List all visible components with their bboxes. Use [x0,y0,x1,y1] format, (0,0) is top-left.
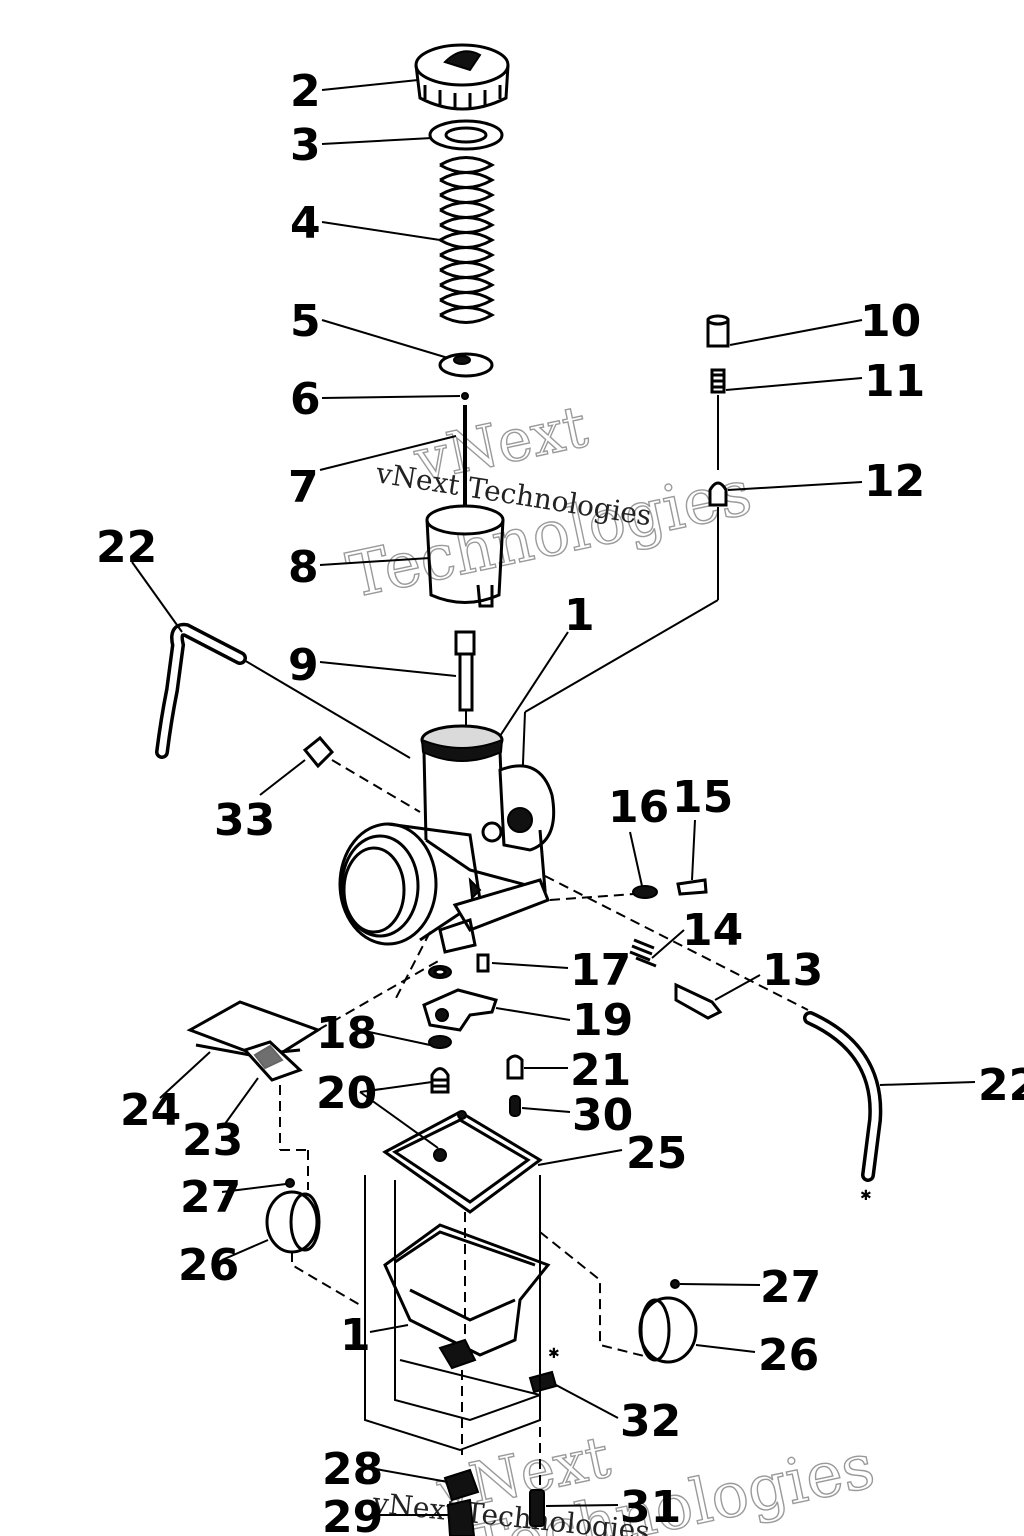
callout-21: 21 [570,1045,631,1096]
part-33-plug [302,735,421,813]
callout-9: 9 [288,640,319,691]
svg-text:✱: ✱ [548,1346,560,1362]
callout-29: 29 [322,1492,383,1536]
callout-13: 13 [762,945,823,996]
part-float-valve-set [394,931,524,1117]
callout-22-right: 22 [978,1060,1024,1111]
part-float-arm [186,959,441,1190]
callout-14: 14 [682,905,743,956]
callout-7: 7 [288,462,319,513]
callout-25: 25 [626,1128,687,1179]
callout-8: 8 [288,542,319,593]
callout-31: 31 [620,1482,681,1533]
part-idle-screw-set [544,875,809,1020]
callout-23: 23 [182,1115,243,1166]
part-throttle-slide [425,504,505,608]
part-float-right [539,1231,698,1364]
part-overflow-hose-left [155,622,411,759]
callout-18: 18 [316,1008,377,1059]
callout-labels: 2 3 4 5 6 7 8 9 10 11 12 22 1 33 16 15 1… [96,66,1024,1536]
callout-1-top: 1 [564,590,595,641]
part-carburetor-body [338,724,556,954]
callout-11: 11 [864,356,925,407]
callout-16: 16 [608,782,669,833]
svg-text:✱: ✱ [860,1188,872,1204]
part-jet-needle [461,392,469,505]
callout-24: 24 [120,1085,181,1136]
callout-22-left: 22 [96,522,157,573]
part-washer [428,119,504,151]
callout-10: 10 [860,296,921,347]
callout-28: 28 [322,1444,383,1495]
part-float-bowl: ✱ [364,1175,560,1490]
callout-27-right: 27 [760,1262,821,1313]
part-spring [439,156,496,324]
callout-32: 32 [620,1396,681,1447]
part-cap [414,43,510,111]
part-main-jet-set [443,1468,545,1536]
callout-17: 17 [570,945,631,996]
part-retainer [438,352,494,378]
callout-33: 33 [214,795,275,846]
callout-3: 3 [290,120,321,171]
callout-1-bottom: 1 [340,1310,371,1361]
part-needle-jet [454,630,476,728]
callout-15: 15 [672,772,733,823]
callout-leaders [131,79,976,1516]
callout-27-left: 27 [180,1172,241,1223]
callout-12: 12 [864,456,925,507]
part-pilot-screw-set [519,314,730,841]
part-overflow-hose-right: ✱ [803,1011,883,1204]
callout-26-left: 26 [178,1240,239,1291]
part-float-left [265,1178,361,1306]
callout-6: 6 [290,374,321,425]
callout-2: 2 [290,66,321,117]
callout-5: 5 [290,296,321,347]
callout-30: 30 [572,1090,633,1141]
callout-26-right: 26 [758,1330,819,1381]
callout-20-top: 20 [316,1068,377,1119]
callout-19: 19 [572,995,633,1046]
callout-4: 4 [290,198,321,249]
